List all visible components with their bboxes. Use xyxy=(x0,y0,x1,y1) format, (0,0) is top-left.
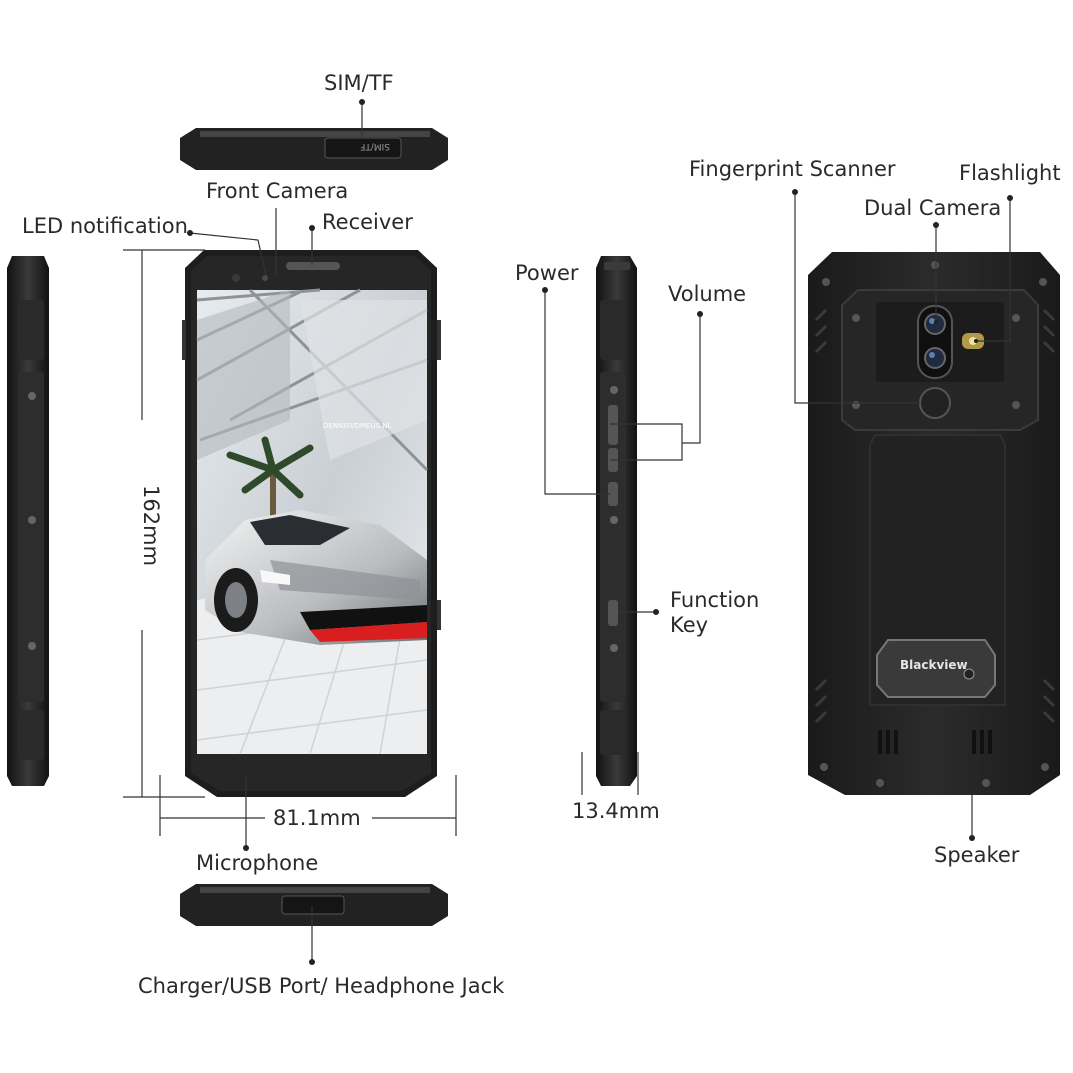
screw-icon xyxy=(610,516,618,524)
screw-icon xyxy=(28,392,36,400)
label-function-key-line1: Function xyxy=(670,588,760,612)
label-power: Power xyxy=(515,261,579,285)
label-sim-tf: SIM/TF xyxy=(324,71,394,95)
screen: DENNISVDMEUS.NL xyxy=(196,288,429,755)
label-thickness-dimension: 13.4mm xyxy=(572,799,660,823)
top-view xyxy=(180,128,448,170)
callout-lines xyxy=(123,102,1011,962)
screw-icon xyxy=(28,516,36,524)
label-speaker: Speaker xyxy=(934,843,1020,867)
screw-icon xyxy=(610,644,618,652)
label-charger-port: Charger/USB Port/ Headphone Jack xyxy=(138,974,505,998)
led-indicator-icon xyxy=(232,274,240,282)
receiver-slot xyxy=(286,262,340,270)
bottom-view xyxy=(180,884,448,926)
brand-plate xyxy=(876,639,996,698)
label-function-key-line2: Key xyxy=(670,613,709,637)
label-led-notification: LED notification xyxy=(22,214,188,238)
screw-icon xyxy=(610,386,618,394)
sim-slot-text: SIM/TF xyxy=(360,141,390,151)
function-key-button xyxy=(608,600,618,626)
right-side-view xyxy=(596,256,637,786)
left-side-view xyxy=(7,256,49,786)
watermark-text: DENNISVDMEUS.NL xyxy=(323,422,391,430)
label-width-dimension: 81.1mm xyxy=(273,806,361,830)
camera-lens-icon xyxy=(924,347,946,369)
label-height-dimension: 162mm xyxy=(139,485,164,567)
label-flashlight: Flashlight xyxy=(959,161,1061,185)
label-front-camera: Front Camera xyxy=(206,179,349,203)
callout-dots xyxy=(187,99,1013,965)
camera-lens-icon xyxy=(924,313,946,335)
screw-icon xyxy=(28,642,36,650)
front-camera-icon xyxy=(262,275,268,281)
back-view: Blackview xyxy=(808,252,1060,795)
front-view: DENNISVDMEUS.NL xyxy=(182,250,441,797)
label-receiver: Receiver xyxy=(322,210,413,234)
car-image xyxy=(205,510,427,645)
usb-port-cover xyxy=(281,895,345,915)
volume-up-button xyxy=(608,405,618,445)
label-microphone: Microphone xyxy=(196,851,319,875)
label-dual-camera: Dual Camera xyxy=(864,196,1002,220)
sim-tray xyxy=(324,137,402,159)
power-button xyxy=(608,482,618,506)
label-volume: Volume xyxy=(668,282,747,306)
label-fingerprint-scanner: Fingerprint Scanner xyxy=(689,157,896,181)
brand-logo-text: Blackview xyxy=(900,658,968,672)
